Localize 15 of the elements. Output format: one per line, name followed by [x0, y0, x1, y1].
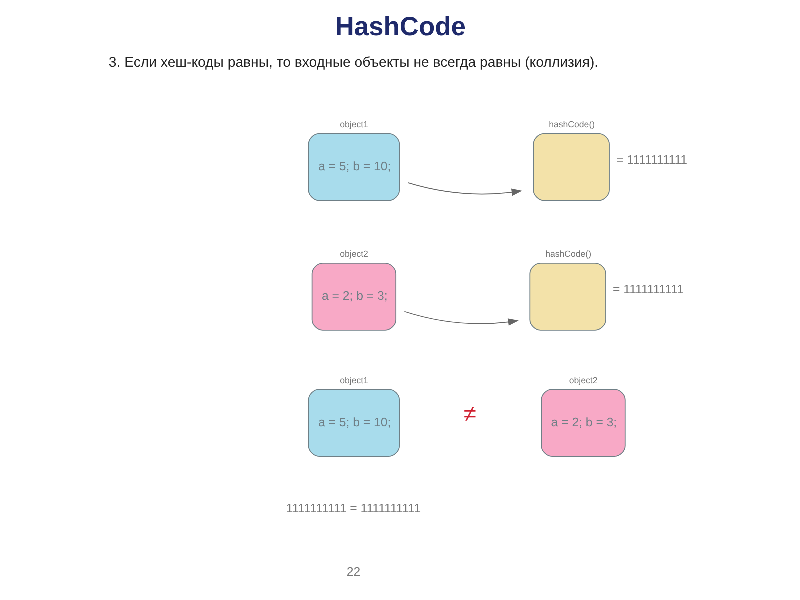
node-label: hashCode()	[548, 120, 595, 130]
node-label: object1	[340, 375, 368, 386]
label: 3. Если хеш-коды равны, то входные объекты не всегда равны (коллизия).	[108, 54, 598, 70]
arrow	[404, 311, 518, 326]
node-label: hashCode()	[545, 249, 592, 260]
node-label: object2	[568, 375, 598, 386]
node-label: = 1111111111	[616, 152, 688, 167]
diagram-title: HashCode	[334, 11, 466, 42]
node-label: = 1111111111	[612, 282, 684, 297]
node-label: object2	[340, 249, 368, 260]
arrow	[407, 182, 522, 196]
label: ≠	[463, 400, 476, 427]
label: 1111111111 = 1111111111	[286, 501, 421, 516]
label: 22	[346, 564, 360, 579]
node-label: object1	[340, 120, 368, 130]
